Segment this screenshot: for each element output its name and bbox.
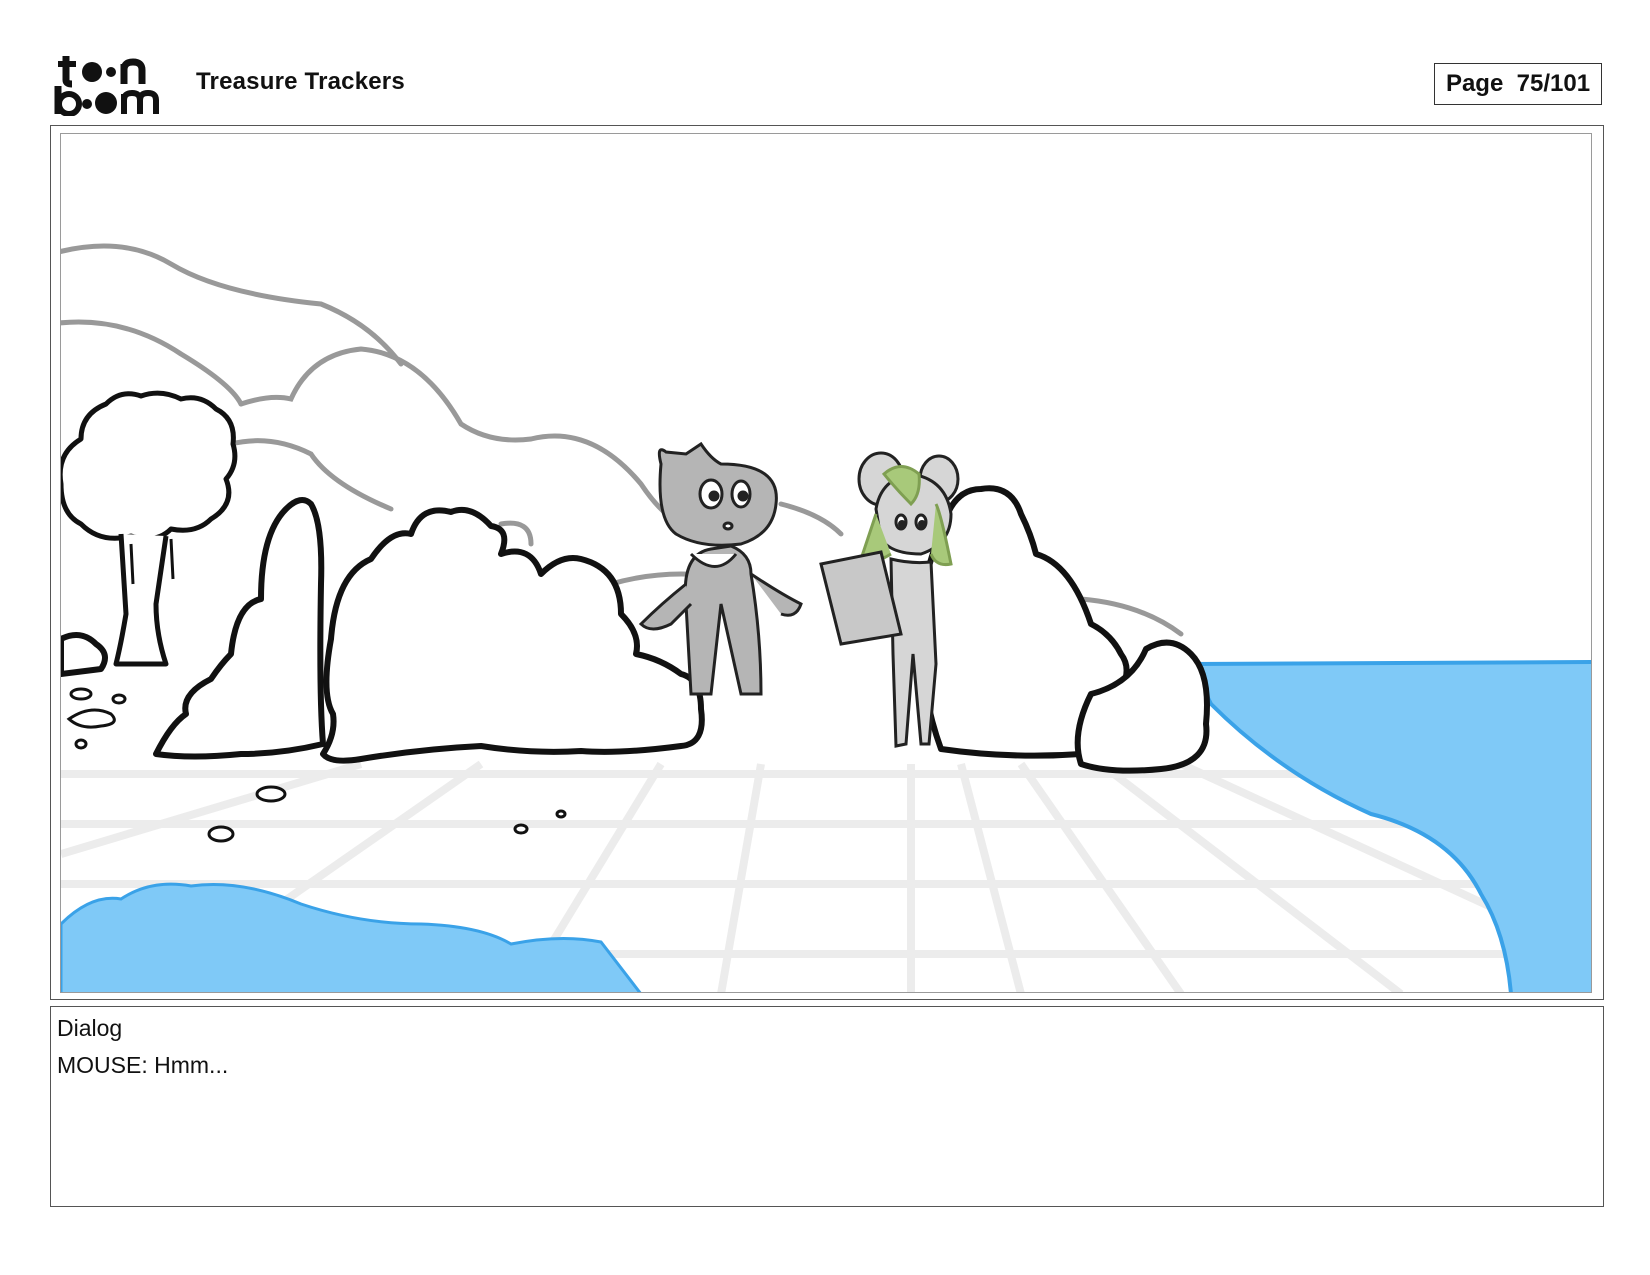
- page-number: 75/101: [1516, 70, 1591, 97]
- water-right: [1187, 660, 1591, 992]
- storyboard-panel-frame: [50, 125, 1604, 1000]
- dialog-box: Dialog MOUSE: Hmm...: [50, 1006, 1604, 1207]
- tree: [61, 390, 238, 667]
- pebbles: [66, 687, 567, 843]
- mouse-character: [819, 451, 960, 748]
- dialog-heading: Dialog: [57, 1015, 123, 1041]
- toon-boom-logo: [54, 52, 172, 117]
- dialog-line: MOUSE: Hmm...: [57, 1052, 229, 1078]
- storyboard-panel-image: [60, 133, 1592, 993]
- document-title: Treasure Trackers: [196, 68, 405, 95]
- page-label: Page: [1445, 70, 1504, 97]
- rocks-and-bushes: [61, 485, 1210, 774]
- cat-character: [638, 441, 803, 696]
- water-left: [61, 882, 642, 992]
- page-indicator: Page 75/101: [1434, 63, 1602, 105]
- background-hills: [61, 243, 1184, 637]
